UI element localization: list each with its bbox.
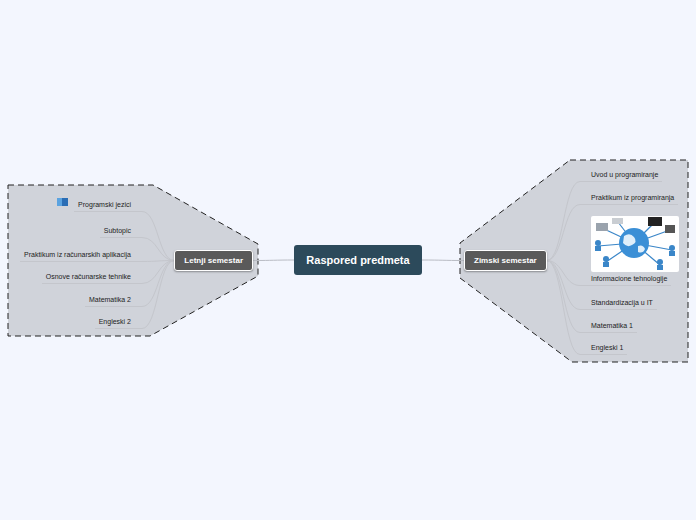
boundary bbox=[460, 160, 688, 362]
subtopic: Matematika 1 bbox=[580, 320, 637, 333]
branch-line bbox=[547, 205, 580, 261]
branch-line bbox=[253, 260, 294, 262]
subtopic: Standardizacija u IT bbox=[580, 297, 657, 310]
branch-line bbox=[547, 261, 580, 333]
topic-label: Praktikum iz računarskih aplikacija bbox=[24, 250, 131, 259]
branch-line bbox=[142, 261, 174, 284]
subtopic: Osnove računarske tehnike bbox=[42, 271, 142, 284]
branch-line bbox=[142, 261, 174, 329]
branch-line bbox=[547, 182, 580, 261]
subtopic: Informacione tehnologije bbox=[580, 273, 671, 286]
central-topic: Raspored predmeta bbox=[294, 245, 421, 275]
branch-line bbox=[547, 261, 580, 310]
topic-label: Raspored predmeta bbox=[306, 245, 409, 275]
topic-label: Matematika 1 bbox=[591, 321, 633, 330]
subtopic: Subtopic bbox=[100, 225, 142, 238]
topic-label: Praktikum iz programiranja bbox=[591, 193, 674, 202]
branch-line bbox=[142, 212, 174, 261]
subtopic: Uvod u programiranje bbox=[580, 169, 662, 182]
topic-label: Matematika 2 bbox=[89, 295, 131, 304]
subtopic: Matematika 2 bbox=[85, 294, 142, 307]
topic-label: Zimski semestar bbox=[474, 251, 537, 270]
main-topic: Zimski semestar bbox=[464, 250, 547, 271]
branch-line bbox=[547, 261, 580, 355]
branch-line bbox=[422, 260, 464, 262]
topic-label: Uvod u programiranje bbox=[591, 170, 658, 179]
topic-label: Standardizacija u IT bbox=[591, 298, 653, 307]
branch-line bbox=[142, 261, 174, 307]
branch-line bbox=[142, 238, 174, 261]
topic-label: Letnji semestar bbox=[184, 251, 243, 270]
boundary bbox=[8, 185, 258, 336]
topic-label: Engleski 2 bbox=[99, 317, 131, 326]
subtopic: Praktikum iz računarskih aplikacija bbox=[20, 249, 142, 262]
subtopic: Engleski 1 bbox=[580, 342, 627, 355]
topic-label: Osnove računarske tehnike bbox=[46, 272, 131, 281]
main-topic: Letnji semestar bbox=[174, 250, 253, 271]
topic-label: Programski jezici bbox=[78, 200, 131, 209]
subtopic: Praktikum iz programiranja bbox=[580, 192, 678, 205]
subtopic: Engleski 2 bbox=[95, 316, 142, 329]
network-illustration bbox=[591, 216, 679, 272]
topic-label: Informacione tehnologije bbox=[591, 274, 667, 283]
topic-label: Engleski 1 bbox=[591, 343, 623, 352]
subtopic: Programski jezici bbox=[74, 199, 142, 212]
topic-label: Subtopic bbox=[104, 226, 131, 235]
file-icon bbox=[57, 198, 68, 206]
